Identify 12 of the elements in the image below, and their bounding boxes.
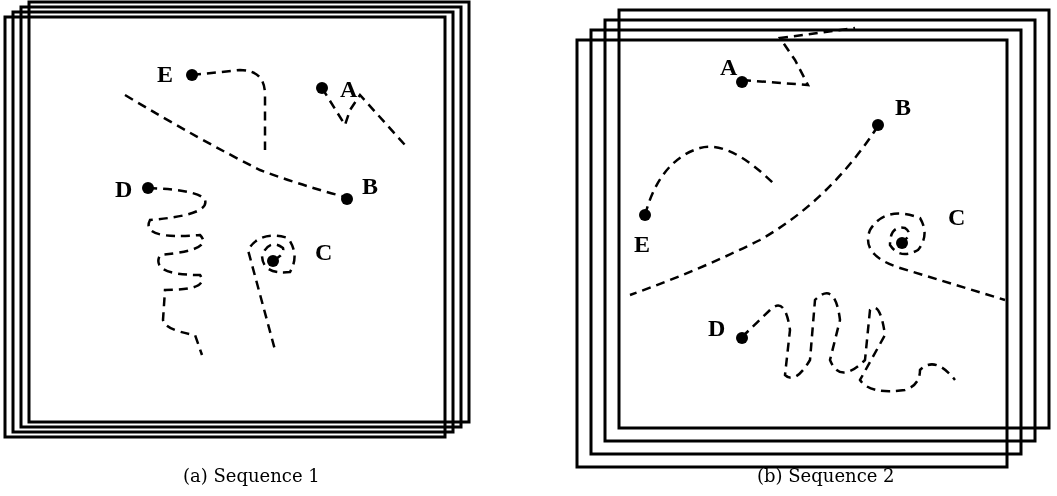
subfigure-caption: (b) Sequence 2 xyxy=(757,467,895,485)
point-label: D xyxy=(708,316,726,340)
subfigure-caption: (a) Sequence 1 xyxy=(183,467,320,485)
point-label: E xyxy=(634,232,650,256)
point-label: C xyxy=(948,205,966,229)
point-label: C xyxy=(315,240,333,264)
point-label: B xyxy=(362,174,378,198)
point-label: D xyxy=(115,177,133,201)
point-label: A xyxy=(720,55,738,79)
point-label: B xyxy=(895,95,911,119)
point-label: E xyxy=(157,62,173,86)
point-label: A xyxy=(340,77,358,101)
